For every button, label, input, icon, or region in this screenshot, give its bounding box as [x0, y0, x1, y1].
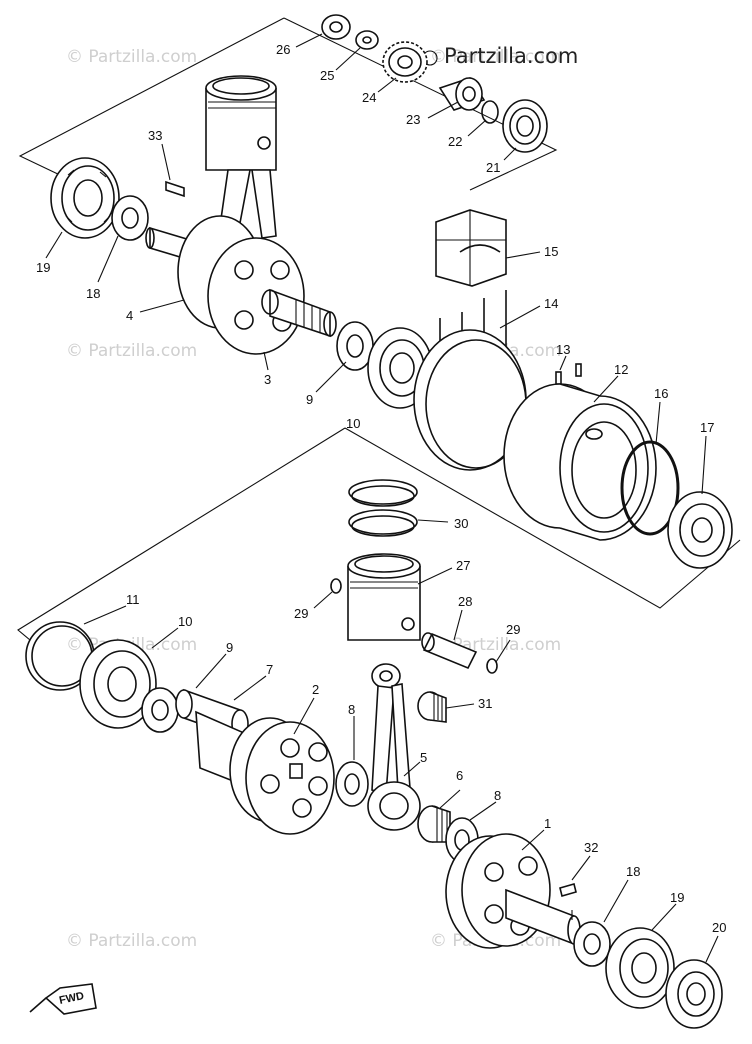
part-32-key: [559, 883, 577, 920]
leader-lines: [45, 33, 719, 963]
callout-14: 14: [544, 296, 558, 311]
callout-33: 33: [148, 128, 162, 143]
part-19-bearing-left: [50, 157, 120, 239]
callout-31: 31: [478, 696, 492, 711]
part-33-key: [165, 180, 185, 198]
part-27-piston: [347, 553, 421, 641]
callout-10-lower: 10: [178, 614, 192, 629]
callout-19-lower: 19: [670, 890, 684, 905]
callout-28: 28: [458, 594, 472, 609]
part-25-washer: [355, 30, 379, 50]
callout-20: 20: [712, 920, 726, 935]
callout-19-upper: 19: [36, 260, 50, 275]
fwd-direction-arrow: FWD: [29, 983, 97, 1015]
part-26-oil-seal: [321, 14, 351, 40]
callout-4: 4: [126, 308, 133, 323]
callout-22: 22: [448, 134, 462, 149]
part-10-bearing-lower: [79, 639, 157, 729]
callout-16: 16: [654, 386, 668, 401]
callout-6: 6: [456, 768, 463, 783]
callout-25: 25: [320, 68, 334, 83]
callout-10-top: 10: [346, 416, 360, 431]
callout-2: 2: [312, 682, 319, 697]
part-21-bearing: [502, 99, 548, 153]
part-18-washer-lower: [573, 921, 611, 967]
part-1-crank-wheel-right: [445, 833, 581, 949]
callout-18-upper: 18: [86, 286, 100, 301]
part-20-oil-seal: [665, 959, 723, 1029]
part-17-oil-seal: [667, 491, 733, 569]
part-18-washer-left: [111, 195, 149, 241]
callout-8-right: 8: [494, 788, 501, 803]
part-2-crank-wheel-left: [195, 710, 335, 835]
part-6-big-end-bearing: [417, 805, 451, 843]
watermark: © Partzilla.com: [66, 341, 197, 361]
upper-assembly-outline: [17, 17, 741, 641]
fwd-label: FWD: [58, 990, 85, 1007]
callout-9-upper: 9: [306, 392, 313, 407]
part-23-spacer: [438, 77, 486, 111]
callout-30: 30: [454, 516, 468, 531]
callout-27: 27: [456, 558, 470, 573]
callout-11: 11: [126, 592, 140, 607]
part-8-washer-left: [335, 761, 369, 807]
callout-24: 24: [362, 90, 376, 105]
callout-numbers: 26 25 24 23 22 21 33 19 18 4 3 9 15 14 1…: [36, 42, 726, 935]
callout-26: 26: [276, 42, 290, 57]
callout-1: 1: [544, 816, 551, 831]
callout-9-lower: 9: [226, 640, 233, 655]
callout-8-left: 8: [348, 702, 355, 717]
part-15-bearing-holder: [435, 209, 507, 287]
part-9-washer-lower: [141, 687, 179, 733]
callout-18-lower: 18: [626, 864, 640, 879]
callout-29-right: 29: [506, 622, 520, 637]
callout-5: 5: [420, 750, 427, 765]
watermark: © Partzilla.com: [66, 931, 197, 951]
watermark: © Partzilla.com: [430, 47, 561, 67]
part-31-needle-bearing: [417, 691, 447, 723]
part-29-clip-left: [330, 578, 342, 594]
callout-13: 13: [556, 342, 570, 357]
watermark: © Partzilla.com: [66, 47, 197, 67]
part-30-piston-rings: [348, 479, 418, 537]
part-16-o-ring: [620, 440, 680, 536]
part-12-crankcase-housing: [503, 383, 657, 541]
callout-3: 3: [264, 372, 271, 387]
part-5-connecting-rod: [367, 663, 421, 831]
callout-32: 32: [584, 840, 598, 855]
part-28-piston-pin: [421, 632, 478, 670]
upper-piston: [205, 75, 277, 171]
callout-15: 15: [544, 244, 558, 259]
callout-12: 12: [614, 362, 628, 377]
callout-23: 23: [406, 112, 420, 127]
callout-17: 17: [700, 420, 714, 435]
part-9-washer-upper: [336, 321, 374, 371]
part-29-clip-right: [486, 658, 498, 674]
brand-text: Partzilla.com: [444, 44, 578, 68]
part-13-dowel-pins: [555, 363, 582, 385]
callout-21: 21: [486, 160, 500, 175]
callout-29-left: 29: [294, 606, 308, 621]
brand-logo: Partzilla.com: [422, 44, 578, 68]
part-3-4-crankshaft-assembly: [145, 215, 337, 355]
callout-7: 7: [266, 662, 273, 677]
part-19-bearing-lower: [605, 927, 675, 1009]
part-24-primary-gear: [382, 41, 428, 83]
part-22-o-ring: [481, 100, 499, 124]
